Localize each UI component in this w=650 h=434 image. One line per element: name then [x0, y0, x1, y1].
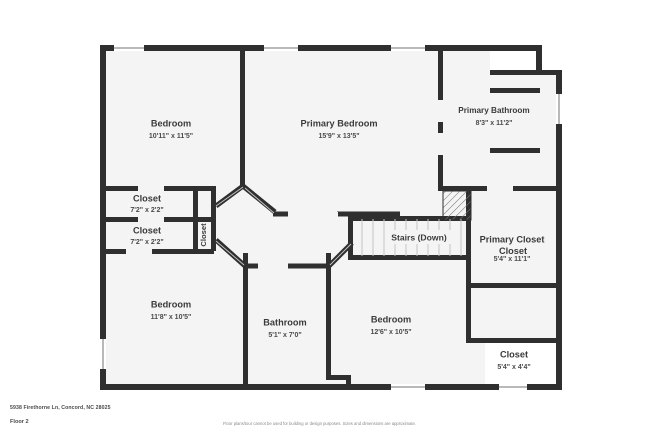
room-labels-group: Bedroom 10'11" x 11'5" Primary Bedroom 1…	[130, 106, 544, 371]
footer-address: 5938 Firethorne Ln, Concord, NC 28025	[10, 405, 111, 411]
room-name: Primary Bathroom	[458, 106, 529, 115]
room-label-bedroom-bottom-right: Bedroom 12'6" x 10'5"	[370, 314, 411, 335]
room-name: Closet	[500, 349, 528, 359]
room-name-line1: Primary Closet	[480, 234, 545, 244]
room-dimensions: 15'9" x 13'5"	[318, 133, 359, 140]
room-name: Closet	[133, 225, 161, 235]
room-dimensions: 10'11" x 11'5"	[149, 133, 193, 140]
exterior-walls	[100, 45, 562, 390]
room-dimensions: 11'8" x 10'5"	[151, 314, 192, 321]
room-name: Bathroom	[263, 317, 306, 327]
room-label-bedroom-top-left: Bedroom 10'11" x 11'5"	[149, 118, 193, 139]
room-name: Bedroom	[151, 299, 191, 309]
stairs-label-group: Stairs (Down)	[386, 230, 454, 244]
room-label-primary-bathroom: Primary Bathroom 8'3" x 11'2"	[458, 106, 529, 127]
room-name: Closet	[199, 223, 208, 247]
room-label-primary-bedroom: Primary Bedroom 15'9" x 13'5"	[300, 118, 377, 139]
doorway-gaps	[126, 100, 513, 378]
windows-group	[100, 45, 562, 390]
room-name: Primary Bedroom	[300, 118, 377, 128]
room-label-closet-upper-left: Closet 7'2" x 2'2"	[130, 193, 163, 213]
room-dimensions: 5'4" x 11'1"	[494, 256, 531, 263]
room-name: Bedroom	[371, 314, 411, 324]
room-label-closet-vertical-hall: Closet	[199, 223, 208, 247]
footer-floor-label: Floor 2	[10, 419, 29, 425]
room-dimensions: 5'4" x 4'4"	[497, 364, 530, 371]
room-label-closet-bottom-right: Closet 5'4" x 4'4"	[497, 349, 530, 370]
footer-disclaimer: Floor plans/tour cannot be used for buil…	[223, 421, 416, 426]
room-dimensions: 12'6" x 10'5"	[370, 329, 411, 336]
room-dimensions: 8'3" x 11'2"	[476, 120, 513, 127]
room-dimensions: 7'2" x 2'2"	[130, 207, 163, 214]
room-name: Closet	[133, 193, 161, 203]
hatched-area	[442, 190, 472, 221]
room-label-bathroom: Bathroom 5'1" x 7'0"	[263, 317, 306, 338]
door-openings	[215, 186, 352, 266]
room-dimensions: 7'2" x 2'2"	[130, 239, 163, 246]
room-label-closet-lower-left: Closet 7'2" x 2'2"	[130, 225, 163, 245]
room-label-bedroom-bottom-left: Bedroom 11'8" x 10'5"	[151, 299, 192, 320]
stairs-label: Stairs (Down)	[391, 232, 447, 242]
room-label-primary-closet: Primary Closet 5'4" x 11'1"	[480, 234, 545, 262]
primary-closet-label-line2: Closet	[498, 246, 528, 256]
room-dimensions: 5'1" x 7'0"	[268, 332, 301, 339]
room-name: Bedroom	[151, 118, 191, 128]
